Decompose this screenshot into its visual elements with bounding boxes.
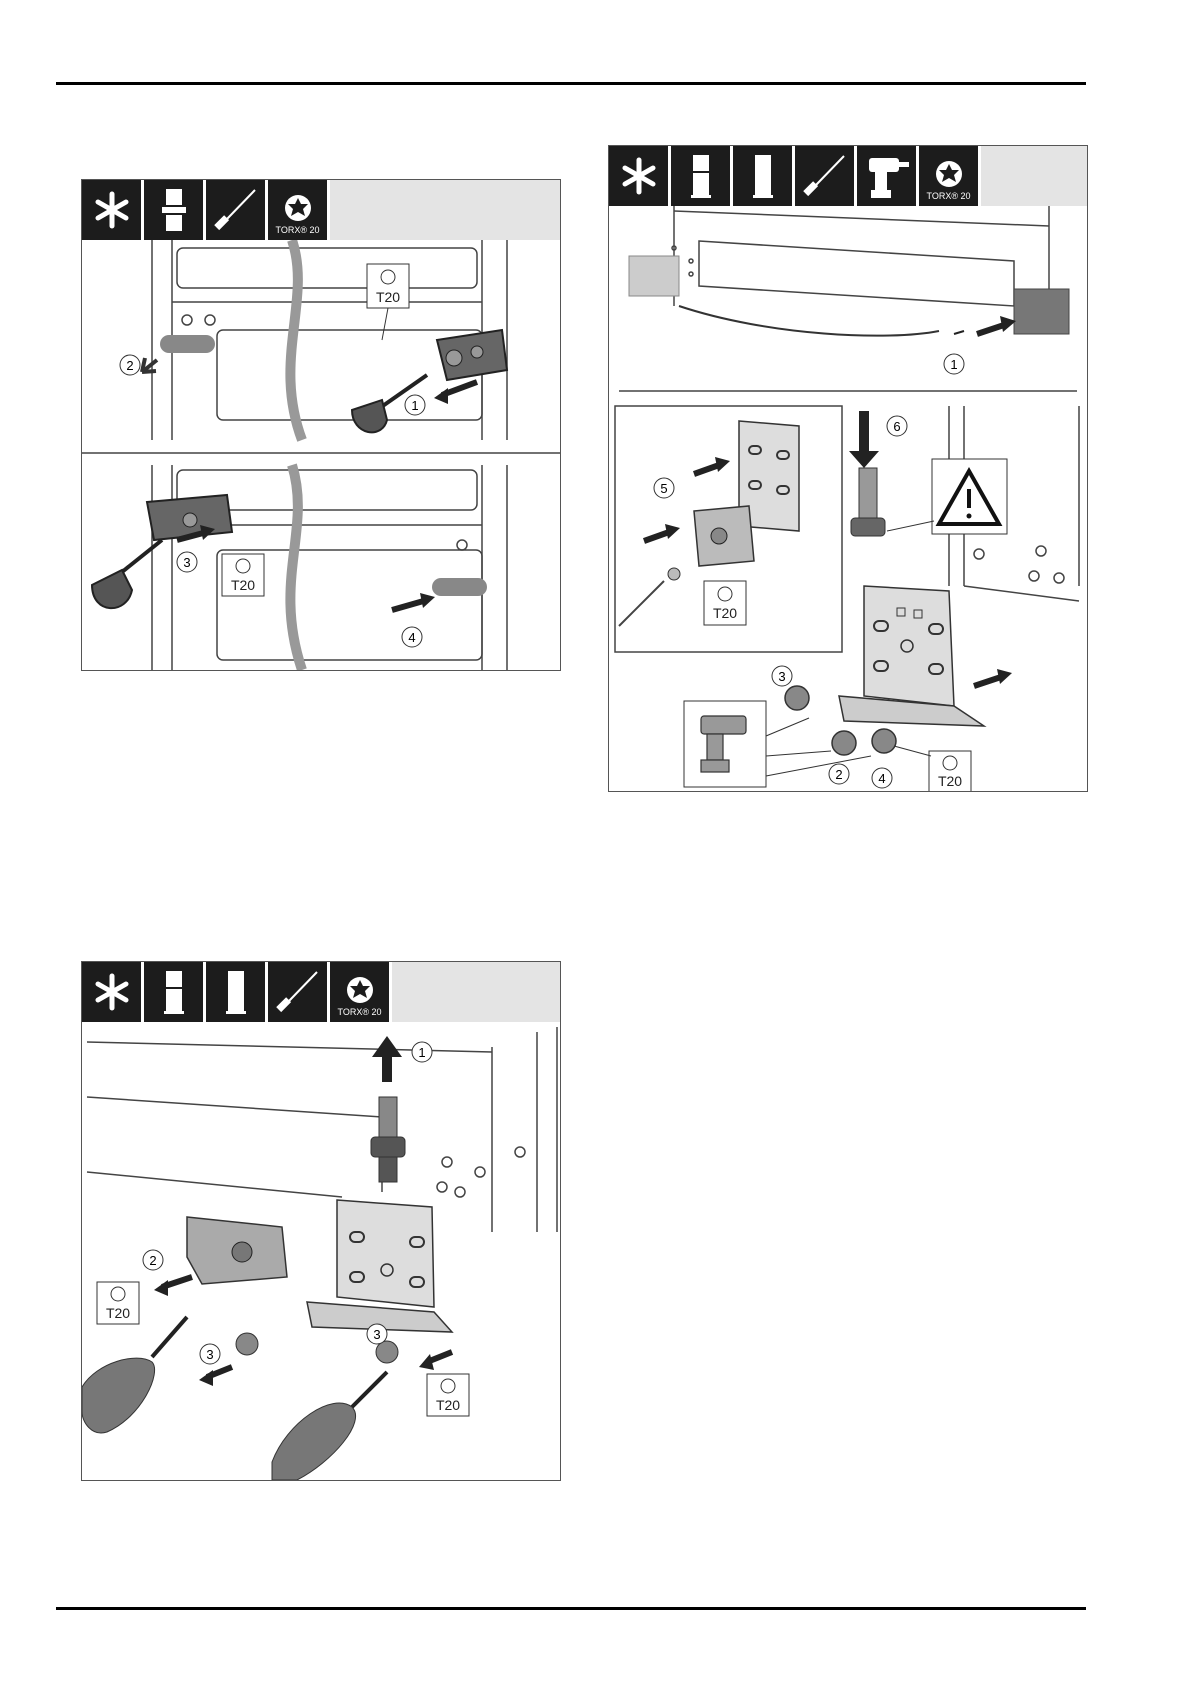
figure-remove-hinge: TORX® 20 1	[81, 961, 561, 1481]
step-number: 3	[778, 669, 785, 684]
step-number: 1	[418, 1045, 425, 1060]
figure-header: TORX® 20	[82, 180, 560, 240]
snowflake-icon	[82, 180, 144, 240]
step-number: 3	[206, 1347, 213, 1362]
step-number: 6	[893, 419, 900, 434]
torx-badge-label: TORX® 20	[337, 1007, 382, 1017]
step-number: 2	[835, 767, 842, 782]
tool-label-t20-bottom: T20	[231, 577, 255, 593]
torx-icon: TORX® 20	[330, 962, 392, 1022]
header-fill	[392, 962, 560, 1022]
tool-label-t20-right: T20	[436, 1397, 460, 1413]
tool-label-t20-top: T20	[376, 289, 400, 305]
fridge-icon	[144, 180, 206, 240]
step-number: 1	[411, 398, 418, 413]
bottom-rule	[56, 1607, 1086, 1610]
cordless-drill-icon	[857, 146, 919, 206]
torx-icon: TORX® 20	[919, 146, 981, 206]
top-rule	[56, 82, 1086, 85]
tool-label-t20-main: T20	[938, 773, 962, 789]
screwdriver-icon	[268, 962, 330, 1022]
figure-header: TORX® 20	[82, 962, 560, 1022]
tool-label-t20-inset: T20	[713, 605, 737, 621]
screwdriver-icon	[206, 180, 268, 240]
warning-icon	[931, 458, 1008, 535]
step-number: 2	[149, 1253, 156, 1268]
fridge-icon	[671, 146, 733, 206]
illustration-hinge-cover: T20 2 1 T20 3 4	[82, 240, 560, 670]
step-number: 4	[408, 630, 415, 645]
step-number: 5	[660, 481, 667, 496]
step-number: 3	[183, 555, 190, 570]
step-number: 4	[878, 771, 885, 786]
illustration-mount-hinge: 1 5 T20	[614, 206, 1080, 791]
snowflake-icon	[82, 962, 144, 1022]
torx-icon: TORX® 20	[268, 180, 330, 240]
figure-move-hinge-cover: TORX® 20	[81, 179, 561, 671]
fridge-icon	[144, 962, 206, 1022]
figure-header: TORX® 20	[609, 146, 1087, 206]
snowflake-icon	[609, 146, 671, 206]
illustration-remove-hinge: 1 2 3 3 T20 T20	[82, 1027, 558, 1480]
torx-badge-label: TORX® 20	[275, 225, 320, 235]
fridge-icon	[733, 146, 795, 206]
header-fill	[330, 180, 560, 240]
step-number: 1	[950, 357, 957, 372]
torx-badge-label: TORX® 20	[926, 191, 971, 201]
step-number: 2	[126, 358, 133, 373]
tool-label-t20-left: T20	[106, 1305, 130, 1321]
step-number: 3	[373, 1327, 380, 1342]
fridge-icon	[206, 962, 268, 1022]
header-fill	[981, 146, 1087, 206]
figure-mount-hinge: TORX® 20 1	[608, 145, 1088, 792]
screwdriver-icon	[795, 146, 857, 206]
